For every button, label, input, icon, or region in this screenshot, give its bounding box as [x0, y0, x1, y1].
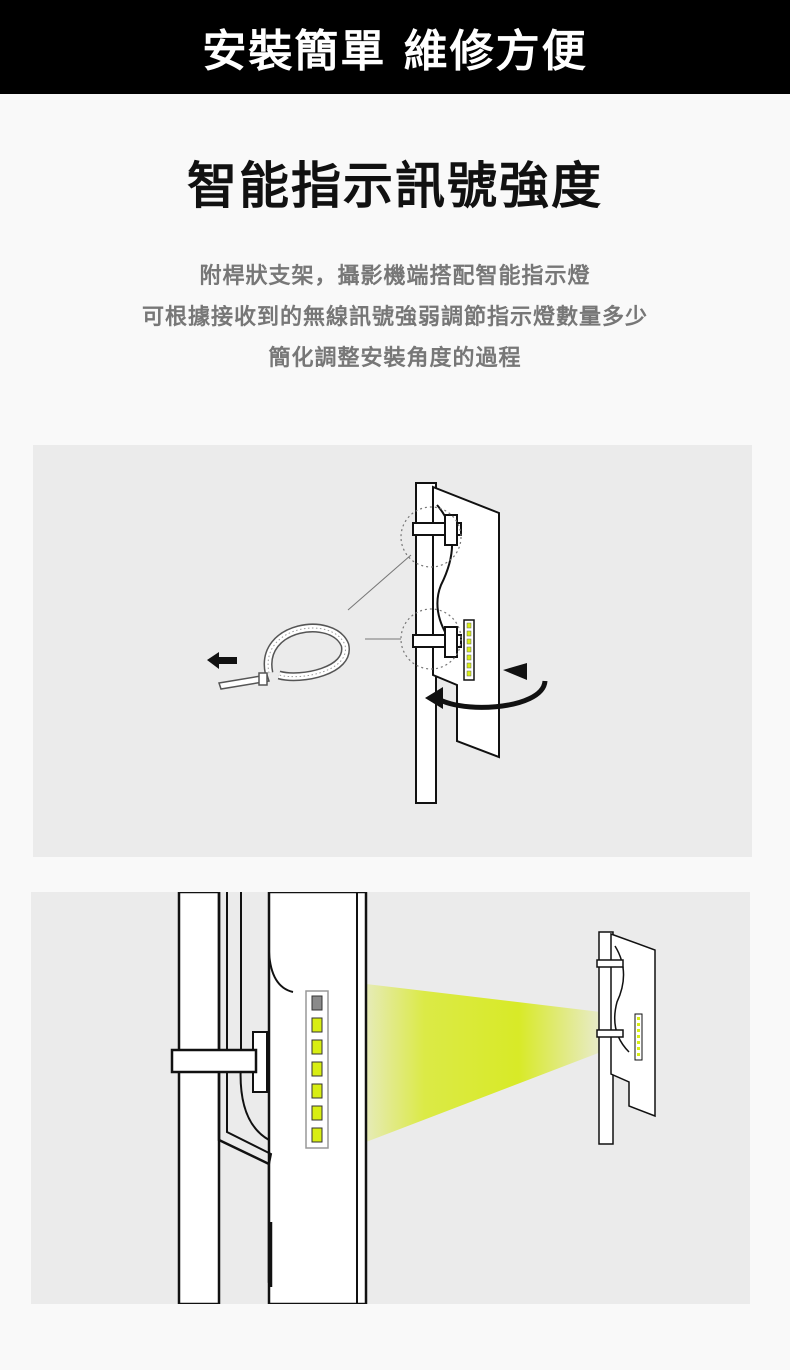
detail-circle-upper: [400, 506, 462, 568]
leader-line-upper: [347, 554, 412, 611]
led-lights: [466, 622, 472, 677]
led-lit-3: [311, 1061, 323, 1077]
signal-indicator-illustration: [31, 892, 750, 1304]
description-line-3: 簡化調整安裝角度的過程: [268, 346, 522, 371]
header-banner: 安裝簡單 維修方便: [0, 0, 790, 94]
mounting-illustration: [33, 445, 752, 857]
signal-led-indicator: [305, 990, 329, 1149]
rotate-arrow-icon: [425, 663, 548, 710]
description-line-2: 可根據接收到的無線訊號強弱調節指示燈數量多少: [141, 305, 648, 330]
led-unlit: [311, 995, 323, 1011]
led-lit-1: [311, 1017, 323, 1033]
closeup-cable-tie: [170, 1048, 258, 1074]
led-lit-2: [311, 1039, 323, 1055]
section-description: 附桿狀支架，攝影機端搭配智能指示燈 可根據接收到的無線訊號強弱調節指示燈數量多少…: [0, 256, 790, 379]
banner-title: 安裝簡單 維修方便: [202, 26, 588, 77]
signal-diagram: [170, 892, 656, 1304]
pull-arrow-icon: [207, 652, 237, 669]
section-title: 智能指示訊號強度: [187, 157, 603, 215]
closeup-device: [170, 892, 368, 1304]
led-lit-6: [311, 1127, 323, 1143]
lower-clip: [444, 626, 458, 658]
remote-device: [596, 931, 656, 1145]
description-line-1: 附桿狀支架，攝影機端搭配智能指示燈: [199, 264, 591, 289]
detail-circle-lower: [400, 608, 462, 670]
signal-beam: [366, 984, 601, 1142]
upper-clip: [444, 514, 458, 546]
mounting-diagram: [207, 482, 548, 804]
cable-tie: [218, 623, 350, 690]
led-lit-4: [311, 1083, 323, 1099]
led-lit-5: [311, 1105, 323, 1121]
